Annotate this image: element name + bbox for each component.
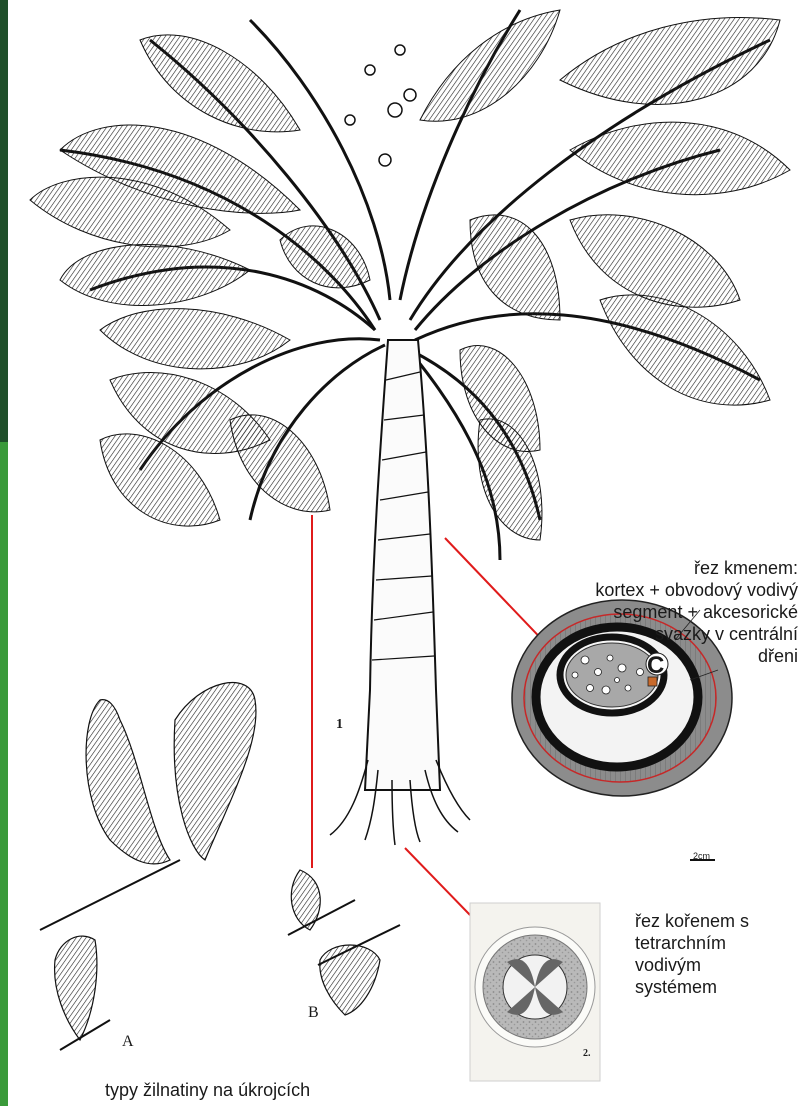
stem-caption-line: svazky v centrální: [468, 623, 798, 645]
stem-section-caption: řez kmenem: kortex + obvodový vodivý seg…: [468, 557, 798, 667]
venation-caption: typy žilnatiny na úkrojcích: [105, 1079, 310, 1101]
leader-root: [405, 848, 470, 915]
figure-number-root: 2.: [583, 1048, 591, 1059]
root-section-caption: řez kořenem s tetrarchním vodivým systém…: [635, 910, 805, 998]
venation-type-b: [288, 870, 400, 1015]
stem-caption-line: řez kmenem:: [468, 557, 798, 579]
venation-type-a: [40, 683, 256, 1050]
stem-caption-line: dřeni: [468, 645, 798, 667]
root-caption-line: systémem: [635, 976, 805, 998]
scale-bar-label: 2cm: [693, 851, 710, 861]
root-section-image: [470, 903, 600, 1081]
venation-label-b: B: [308, 1004, 319, 1022]
venation-label-a: A: [122, 1033, 134, 1051]
figure-number-tree: 1: [336, 717, 343, 733]
root-caption-line: tetrarchním: [635, 932, 805, 954]
root-caption-line: vodivým: [635, 954, 805, 976]
venation-drawings: [40, 683, 400, 1050]
stem-caption-line: kortex + obvodový vodivý: [468, 579, 798, 601]
root-caption-line: řez kořenem s: [635, 910, 805, 932]
stem-caption-line: segment + akcesorické: [468, 601, 798, 623]
